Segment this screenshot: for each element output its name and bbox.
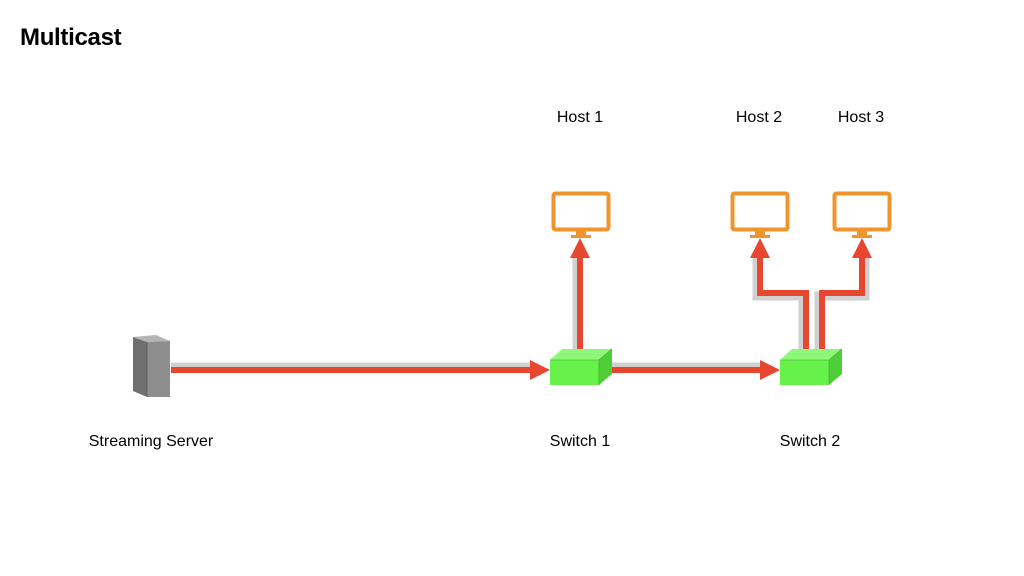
edge-server-switch1: [171, 360, 550, 380]
switch1-icon: [550, 348, 613, 385]
host2-monitor-icon: [730, 191, 790, 238]
switch1-label: Switch 1: [549, 433, 611, 450]
host1-monitor-icon: [551, 191, 611, 238]
slide-title: Multicast: [20, 24, 122, 51]
edge-switch2-host2: [750, 238, 809, 350]
host3-label: Host 3: [837, 109, 885, 126]
server-label: Streaming Server: [88, 433, 214, 450]
host1-label: Host 1: [556, 109, 604, 126]
edge-switch1-host1: [570, 238, 590, 350]
switch2-label: Switch 2: [779, 433, 841, 450]
switch2-icon: [780, 348, 843, 385]
edge-switch1-switch2: [612, 360, 780, 380]
host3-monitor-icon: [832, 191, 892, 238]
server-icon: [133, 335, 170, 397]
edge-switch2-host3: [814, 238, 872, 350]
host2-label: Host 2: [735, 109, 783, 126]
